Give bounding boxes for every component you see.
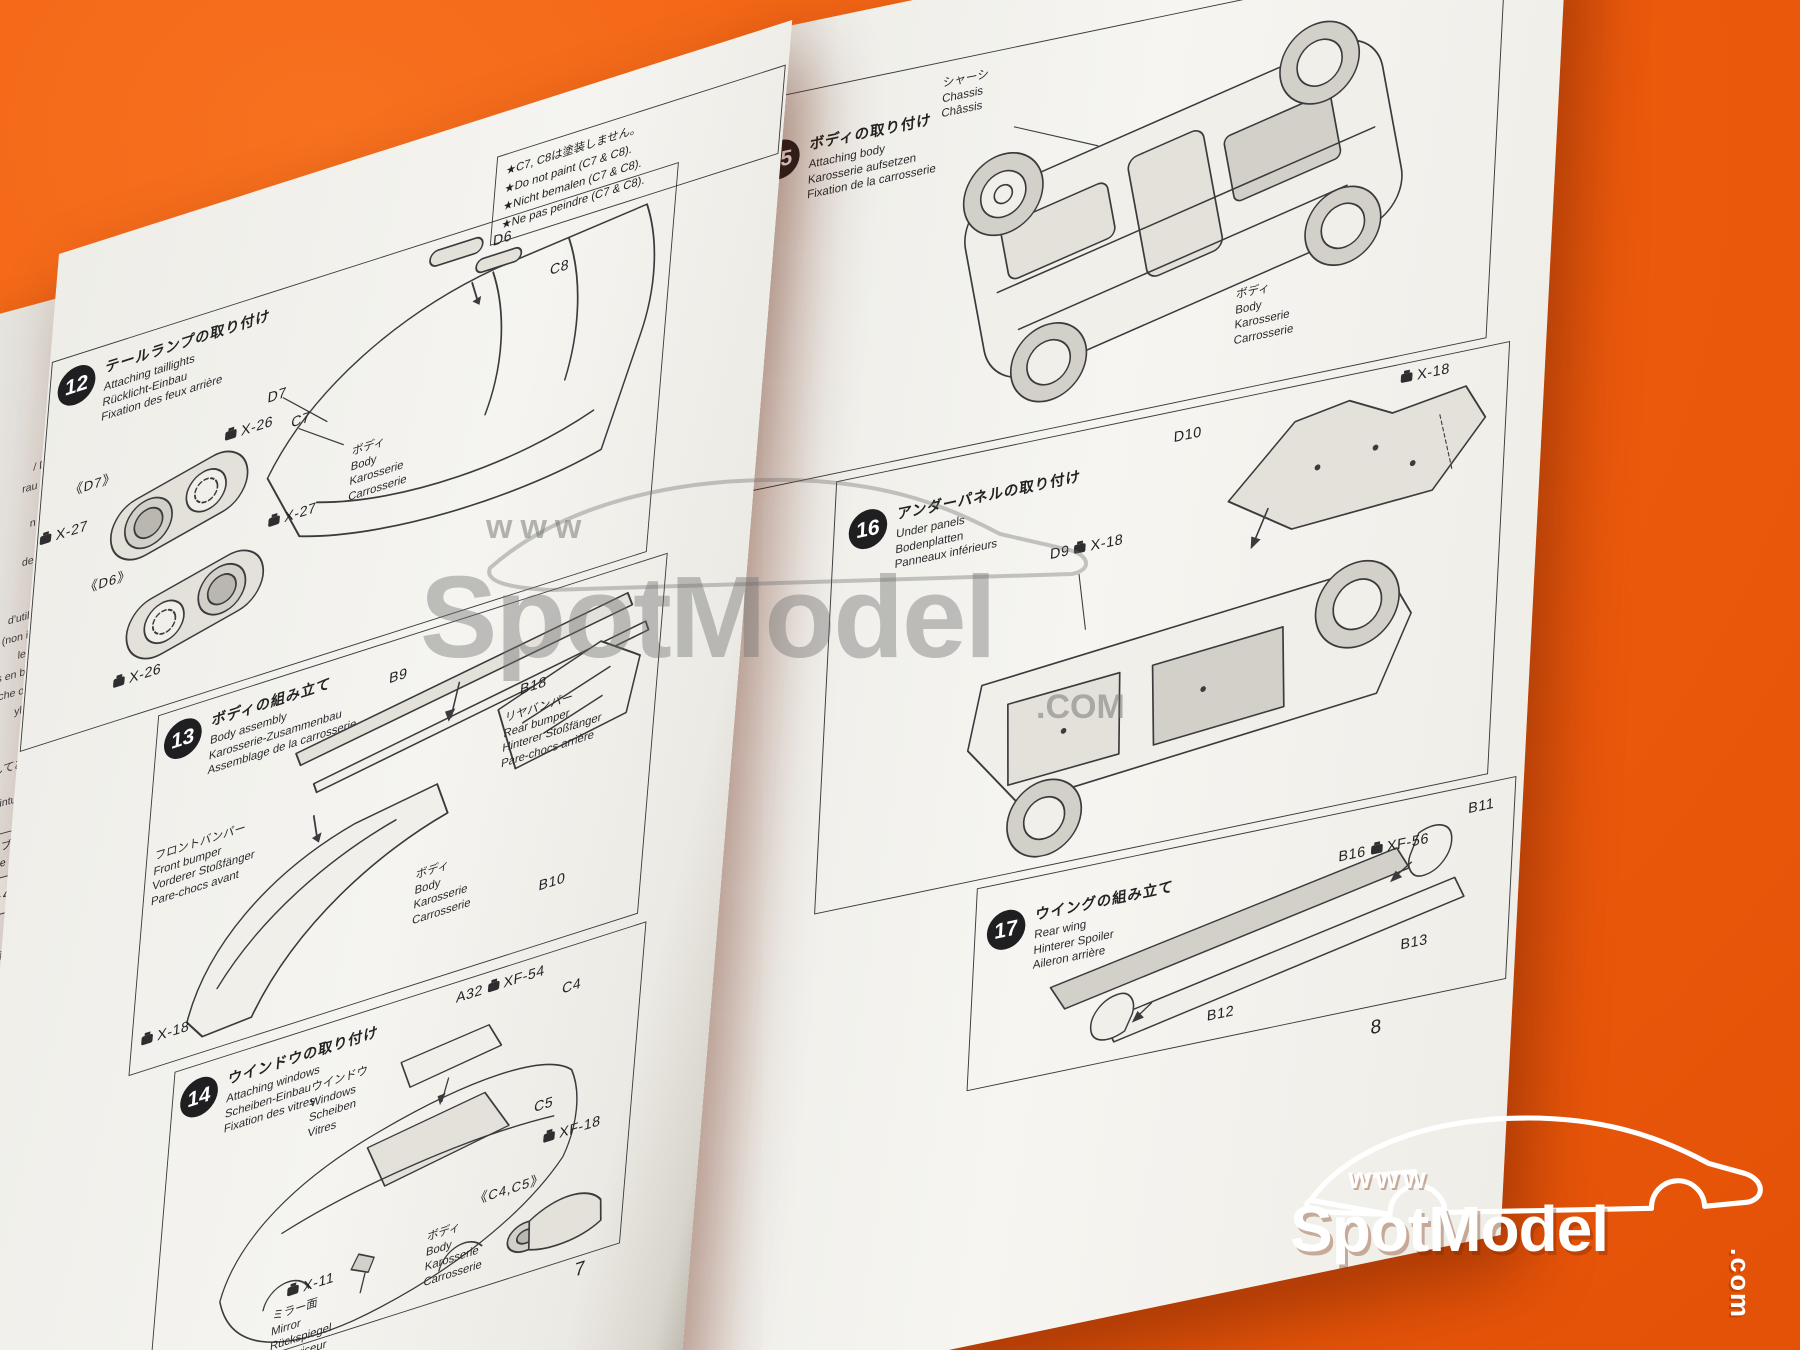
paint-jar-icon	[224, 428, 237, 441]
step-13-number-badge: 13	[162, 713, 204, 765]
rear-wing-line-art	[1049, 824, 1465, 1043]
spotmodel-logo: www SpotModel .com	[1262, 1100, 1800, 1350]
paint-jar-icon	[268, 514, 281, 528]
paint-jar-icon	[286, 1284, 299, 1297]
front-bumper-line-art	[186, 783, 449, 1038]
booklet-right-page: 15 ボディの取り付け Attaching body Karosserie au…	[675, 0, 1571, 1350]
booklet-left-page: ★C7, C8は塗装しません。 ★Do not paint (C7 & C8).…	[0, 20, 793, 1350]
intake-part-line-art	[506, 1192, 602, 1254]
side-skirt-line-art	[295, 591, 650, 794]
logo-name-text: SpotModel	[1290, 1193, 1609, 1265]
underside-panels-line-art	[966, 559, 1412, 858]
step-15-panel: 15 ボディの取り付け Attaching body Karosserie au…	[735, 0, 1507, 495]
taillight-d6-line-art	[125, 549, 265, 660]
paint-jar-icon	[487, 980, 500, 993]
step-12-panel: 12 テールランプの取り付け Attaching taillights Rück…	[19, 161, 679, 752]
taillight-d7-line-art	[109, 450, 249, 561]
paint-jar-icon	[1074, 542, 1087, 555]
callout-b10: B10	[537, 869, 567, 895]
logo-www-text: www	[1348, 1162, 1431, 1195]
logo-com-text: .com	[1725, 1248, 1755, 1320]
callout-d10: D10	[1173, 423, 1203, 447]
step-17-panel: 17 ウイングの組み立て Rear wing Hinterer Spoiler …	[966, 776, 1517, 1092]
car-body-windows-line-art	[219, 1024, 578, 1344]
page-number-right: 8	[1370, 1015, 1382, 1040]
paint-jar-icon	[141, 1033, 154, 1046]
paint-jar-icon	[39, 533, 52, 546]
page-number-left: 7	[573, 1256, 586, 1282]
callout-x27-d7: X-27	[39, 518, 89, 550]
rear-bumper-line-art	[497, 640, 641, 770]
step-16-header: 16 アンダーパネルの取り付け Under panels Bodenplatte…	[846, 465, 1081, 583]
paint-jar-icon	[543, 1130, 556, 1144]
step-16-panel: 16 アンダーパネルの取り付け Under panels Bodenplatte…	[814, 341, 1511, 915]
car-rear-body-line-art	[266, 203, 656, 538]
step-14-panel: 14 ウインドウの取り付け Attaching windows Scheiben…	[148, 921, 647, 1350]
step-17-number-badge: 17	[985, 906, 1027, 954]
step-12-number-badge: 12	[56, 359, 97, 411]
under-panel-d10-line-art	[1227, 385, 1487, 550]
paint-jar-icon	[112, 675, 125, 689]
step-12-header: 12 テールランプの取り付け Attaching taillights Rück…	[54, 304, 272, 440]
step-16-number-badge: 16	[847, 505, 889, 553]
logo-car-icon	[1304, 1115, 1763, 1218]
step-13-panel: 13 ボディの組み立て Body assembly Karosserie-Zus…	[128, 552, 668, 1077]
paint-jar-icon	[1370, 843, 1383, 855]
chassis-underside-line-art	[962, 20, 1403, 403]
callout-a32-xf54: A32 XF-54	[455, 961, 546, 1007]
